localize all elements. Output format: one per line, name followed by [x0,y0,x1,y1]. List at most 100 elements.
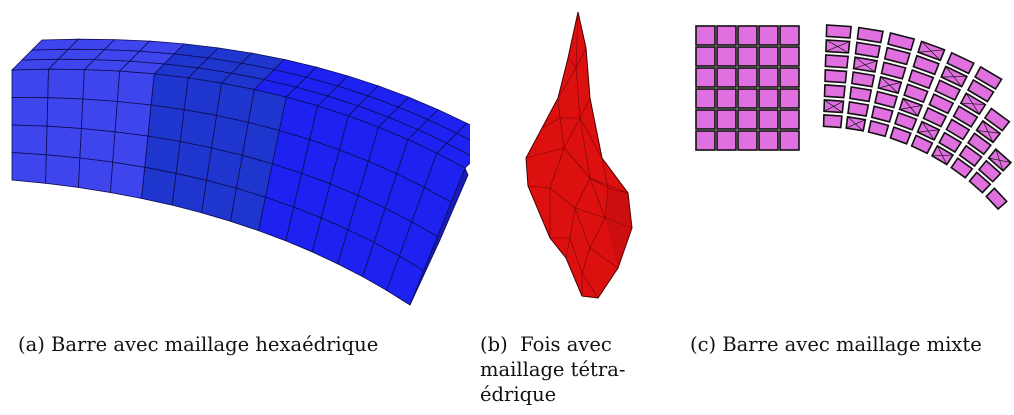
tet-edge [557,97,561,119]
hex-front-cell [47,68,85,100]
mixed-cell [716,88,737,109]
mixed-cell [695,130,716,151]
tet-edge [601,157,609,189]
mixed-cell [850,71,876,88]
mixed-cell [849,86,873,103]
caption-b-line-3: édrique [480,383,557,406]
mixed-cell [695,88,716,109]
tet-edge [574,207,591,249]
hex-front-cell [116,70,155,106]
mixed-cell [966,78,995,103]
mixed-cell [967,132,992,156]
mixed-cell [758,46,779,67]
hex-front-cell [109,161,146,199]
hex-front-cell [11,124,48,156]
mixed-cell [758,109,779,130]
mixed-cell [822,114,843,129]
mixed-cell [974,65,1003,90]
tet-edge [541,117,561,129]
hex-front-cell [171,172,208,214]
tet-edge [579,117,603,159]
hex-top-cell [446,132,470,156]
hex-front-cell [114,101,152,137]
mixed-cell [867,119,890,138]
tet-edge [579,97,591,119]
tet-edge [559,117,565,149]
hex-mesh-image [11,38,470,306]
tet-diagonal [995,149,1004,171]
hex-front-cell [79,128,116,163]
tet-edge [575,11,579,69]
hex-front-cell [183,77,223,116]
hex-front-cell [77,157,114,193]
caption-b-line-2: maillage tétra- [480,358,626,381]
tet-edge [589,177,609,189]
tet-edge [575,67,581,119]
tet-edge [607,187,629,194]
mixed-cell [737,67,758,88]
hex-front-cell [11,152,47,184]
mixed-cell [695,67,716,88]
tet-diagonal [945,66,962,87]
mixed-cell [737,88,758,109]
mixed-cell [952,105,979,128]
mixed-cell [758,25,779,46]
tet-edge [575,47,587,69]
mixed-cell [934,79,962,102]
caption-b-line-1: (b) Fois avec [480,332,625,357]
mixed-cell [825,24,852,39]
mixed-cell [758,67,779,88]
mixed-cell [880,61,907,80]
tet-diagonal [982,120,994,143]
caption-a-label: (a) [18,333,45,356]
mixed-cell [779,46,800,67]
tet-diagonal [902,98,919,117]
mixed-cell [950,157,974,179]
mixed-cell [824,54,849,69]
tet-edge [527,185,551,189]
mixed-cell [907,68,935,90]
mixed-cell [695,109,716,130]
tet-liver-group [525,11,633,299]
mixed-cell [716,46,737,67]
caption-a: (a) Barre avec maillage hexaédrique [18,332,378,357]
tet-diagonal [965,92,980,115]
mixed-cell [977,159,1002,183]
mixed-cell [695,25,716,46]
mixed-cell [968,171,992,194]
tet-edge [563,147,591,179]
tet-edge [549,187,576,209]
mixed-cell [758,88,779,109]
mixed-cell [887,32,916,52]
tet-edge [581,247,591,274]
tet-diagonal [880,76,899,94]
mixed-bar-group [695,24,1013,211]
mixed-mesh-image [695,24,1013,211]
mixed-cell [894,111,918,131]
hex-front-cell [150,73,189,111]
caption-c-label: (c) [690,333,717,356]
tet-diagonal [824,99,843,113]
hex-front-cell [11,68,49,99]
hex-top-cell [456,122,470,141]
liver-shade [605,188,632,268]
tet-edge [589,177,629,194]
mixed-cell [695,46,716,67]
hex-front-cell [179,109,218,149]
hex-front-cell [147,104,185,142]
mixed-cell [985,187,1008,211]
mixed-cell [824,69,848,84]
tet-edge [567,57,577,69]
tet-edge [549,147,565,189]
mixed-cell [758,130,779,151]
hex-front-cell [112,131,149,168]
hex-front-cell [45,154,81,188]
tet-edge [579,117,591,179]
mixed-cell [716,130,737,151]
tet-diagonal [826,39,849,54]
hex-bar-group [11,38,470,306]
mixed-cell [779,88,800,109]
mixed-cell [716,109,737,130]
mixed-cell [870,105,894,123]
caption-a-text: Barre avec maillage hexaédrique [51,333,379,356]
